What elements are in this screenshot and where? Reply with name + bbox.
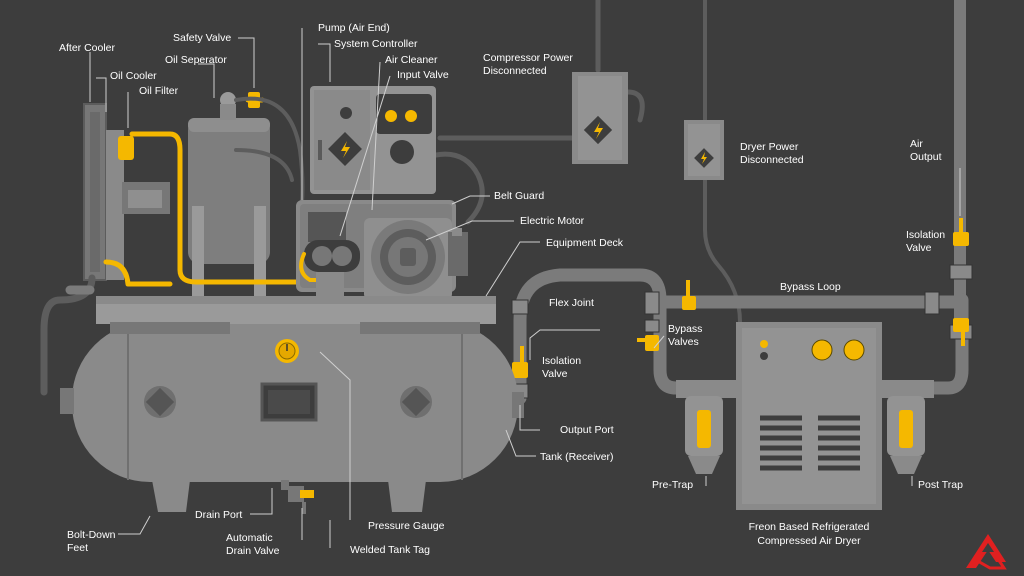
label-isolation-valve-2: Valve: [542, 368, 568, 380]
label-compressor-power-1: Compressor Power: [483, 52, 573, 64]
label-tank-receiver: Tank (Receiver): [540, 451, 614, 463]
bypass-valve-top[interactable]: [682, 280, 696, 310]
post-trap: [882, 380, 934, 474]
label-post-trap: Post Trap: [918, 479, 963, 491]
hazard-icon: [328, 132, 362, 166]
label-bypass-valves-1: Bypass: [668, 323, 702, 335]
oil-lines: [103, 92, 305, 287]
label-safety-valve: Safety Valve: [173, 32, 231, 44]
label-isolation-valve-1: Isolation: [542, 355, 581, 367]
label-welded-tank-tag: Welded Tank Tag: [350, 544, 430, 556]
label-automatic-drain-valve-2: Drain Valve: [226, 545, 280, 557]
label-system-controller: System Controller: [334, 38, 418, 50]
label-belt-guard: Belt Guard: [494, 190, 544, 202]
label-oil-filter: Oil Filter: [139, 85, 179, 97]
automatic-drain-valve: [288, 486, 314, 514]
oil-filter: [118, 136, 134, 160]
tank-port-left: [144, 386, 176, 418]
label-air-cleaner: Air Cleaner: [385, 54, 438, 66]
label-electric-motor: Electric Motor: [520, 215, 585, 227]
tank-receiver: [60, 302, 524, 514]
pre-trap: [676, 380, 736, 474]
label-equipment-deck: Equipment Deck: [546, 237, 624, 249]
compressor-power-disconnect: [572, 72, 628, 164]
label-bypass-loop: Bypass Loop: [780, 281, 841, 293]
system-controller: [310, 86, 436, 194]
label-output-port: Output Port: [560, 424, 614, 436]
oil-separator: [188, 92, 270, 296]
label-automatic-drain-valve-1: Automatic: [226, 532, 273, 544]
label-input-valve: Input Valve: [397, 69, 449, 81]
label-after-cooler: After Cooler: [59, 42, 116, 54]
bypass-valve-left[interactable]: [637, 335, 659, 351]
pump-air-end: [299, 212, 360, 296]
label-bypass-valves-2: Valves: [668, 336, 699, 348]
label-pump-air-end: Pump (Air End): [318, 22, 390, 34]
label-oil-cooler: Oil Cooler: [110, 70, 157, 82]
leader-lines: [89, 28, 961, 548]
label-flex-joint: Flex Joint: [549, 297, 594, 309]
label-freon-dryer-2: Compressed Air Dryer: [757, 535, 861, 547]
label-pressure-gauge: Pressure Gauge: [368, 520, 445, 532]
label-compressor-power-2: Disconnected: [483, 65, 547, 77]
label-isolation-valve-top-2: Valve: [906, 242, 932, 254]
label-bolt-down-feet-2: Feet: [67, 542, 88, 554]
label-pre-trap: Pre-Trap: [652, 479, 693, 491]
dryer-power-disconnect: [684, 120, 724, 180]
isolation-valve-top[interactable]: [953, 218, 969, 246]
output-piping: [511, 218, 973, 405]
label-dryer-power-2: Disconnected: [740, 154, 804, 166]
labels: After Cooler Oil Cooler Oil Filter Safet…: [59, 22, 963, 557]
label-air-output-2: Output: [910, 151, 942, 163]
label-oil-separator: Oil Seperator: [165, 54, 227, 66]
label-air-output-1: Air: [910, 138, 923, 150]
refrigerated-dryer: [736, 322, 882, 510]
label-drain-port: Drain Port: [195, 509, 242, 521]
label-bolt-down-feet-1: Bolt-Down: [67, 529, 116, 541]
dryer-vents: [760, 415, 860, 471]
pressure-gauge: [275, 339, 299, 363]
label-dryer-power-1: Dryer Power: [740, 141, 799, 153]
tank-port-right: [400, 386, 432, 418]
logo-icon: [966, 534, 1007, 570]
cooler-assembly: [40, 103, 170, 396]
isolation-valve-tank[interactable]: [512, 346, 528, 378]
isolation-valve-right[interactable]: [953, 318, 969, 346]
label-freon-dryer-1: Freon Based Refrigerated: [749, 521, 870, 533]
label-isolation-valve-top-1: Isolation: [906, 229, 945, 241]
